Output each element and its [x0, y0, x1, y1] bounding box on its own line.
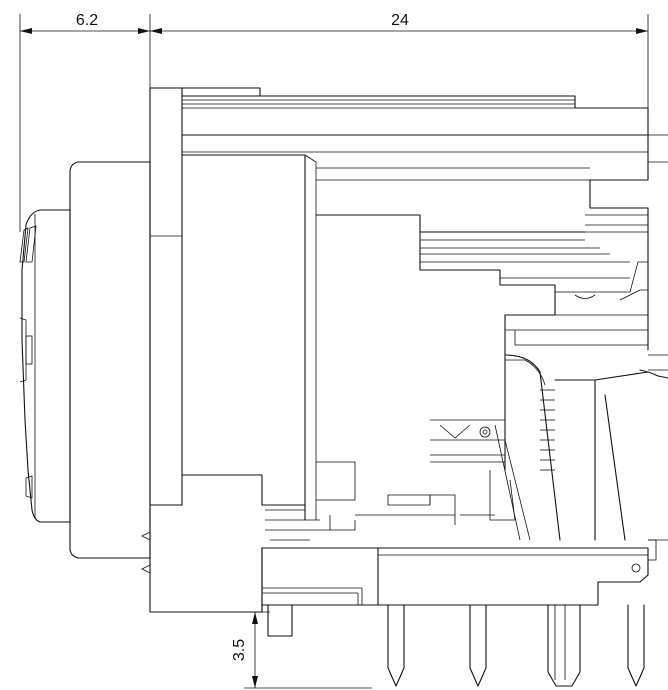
main-housing	[141, 87, 668, 613]
dimension-3-5: 3.5	[231, 611, 372, 689]
dimension-3-5-label: 3.5	[231, 639, 248, 661]
front-flange	[69, 161, 151, 559]
front-knob	[19, 209, 71, 523]
dimension-24-label: 24	[391, 12, 409, 29]
base-plate	[261, 539, 657, 613]
contact-pins	[267, 604, 645, 687]
pin-5	[627, 604, 645, 687]
dimension-6-2: 6.2	[19, 12, 151, 232]
pin-4	[547, 604, 581, 687]
dimension-24: 24	[150, 12, 649, 135]
pin-2	[387, 604, 405, 687]
pin-3	[469, 604, 487, 687]
pin-1	[267, 604, 293, 637]
dimension-6-2-label: 6.2	[76, 12, 98, 29]
